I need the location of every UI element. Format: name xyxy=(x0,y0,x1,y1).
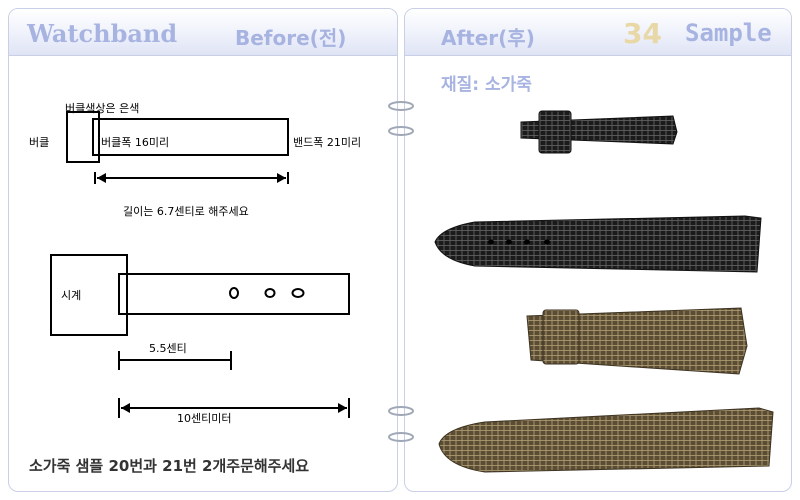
sample-label: Sample xyxy=(685,19,772,47)
photo-area: 재질: 소가죽 xyxy=(405,56,791,491)
watch-rect xyxy=(50,254,128,336)
material-label: 재질: 소가죽 xyxy=(441,75,532,95)
after-title: After(후) xyxy=(441,26,535,50)
buckle-label: 버클 xyxy=(29,136,50,149)
strap-hole xyxy=(264,288,276,298)
watch-label: 시계 xyxy=(61,289,82,302)
strap-rect xyxy=(92,118,289,156)
order-note: 소가죽 샘플 20번과 21번 2개주문해주세요 xyxy=(29,457,310,475)
after-header: After(후) 34 Sample xyxy=(405,9,791,56)
ring-icon xyxy=(388,101,414,136)
sample-number: 34 xyxy=(623,17,662,50)
buckle-width-label: 버클폭 16미리 xyxy=(101,136,170,149)
binder-rings xyxy=(388,101,414,442)
long-length-label: 10센티미터 xyxy=(177,412,232,425)
strap-hole xyxy=(229,287,239,299)
buckle-color-label: 버클색상은 은색 xyxy=(65,102,140,115)
holes-strap-rect xyxy=(118,273,350,315)
diagram-drawing xyxy=(50,111,350,418)
band-width-label: 밴드폭 21미리 xyxy=(293,136,362,149)
strap-hole xyxy=(291,288,305,298)
ring-icon xyxy=(388,406,414,442)
diagram-area: 버클색상은 은색 버클 버클폭 16미리 밴드폭 21미리 길이는 6.7센티로… xyxy=(9,56,397,491)
brown-buckle-strap xyxy=(526,307,748,375)
after-panel: After(후) 34 Sample 재질: 소가죽 xyxy=(404,8,792,492)
before-panel: Watchband Before(전) xyxy=(8,8,398,492)
black-long-strap xyxy=(434,215,762,273)
buckle-rect xyxy=(66,111,100,163)
watchband-title: Watchband xyxy=(27,19,178,48)
black-buckle-strap xyxy=(520,110,678,154)
length-note-label: 길이는 6.7센티로 해주세요 xyxy=(123,205,249,218)
before-title: Before(전) xyxy=(235,26,347,50)
brown-long-strap xyxy=(438,407,774,473)
short-length-label: 5.5센티 xyxy=(149,342,187,355)
strap-photos xyxy=(434,110,774,473)
before-header: Watchband Before(전) xyxy=(9,9,397,56)
